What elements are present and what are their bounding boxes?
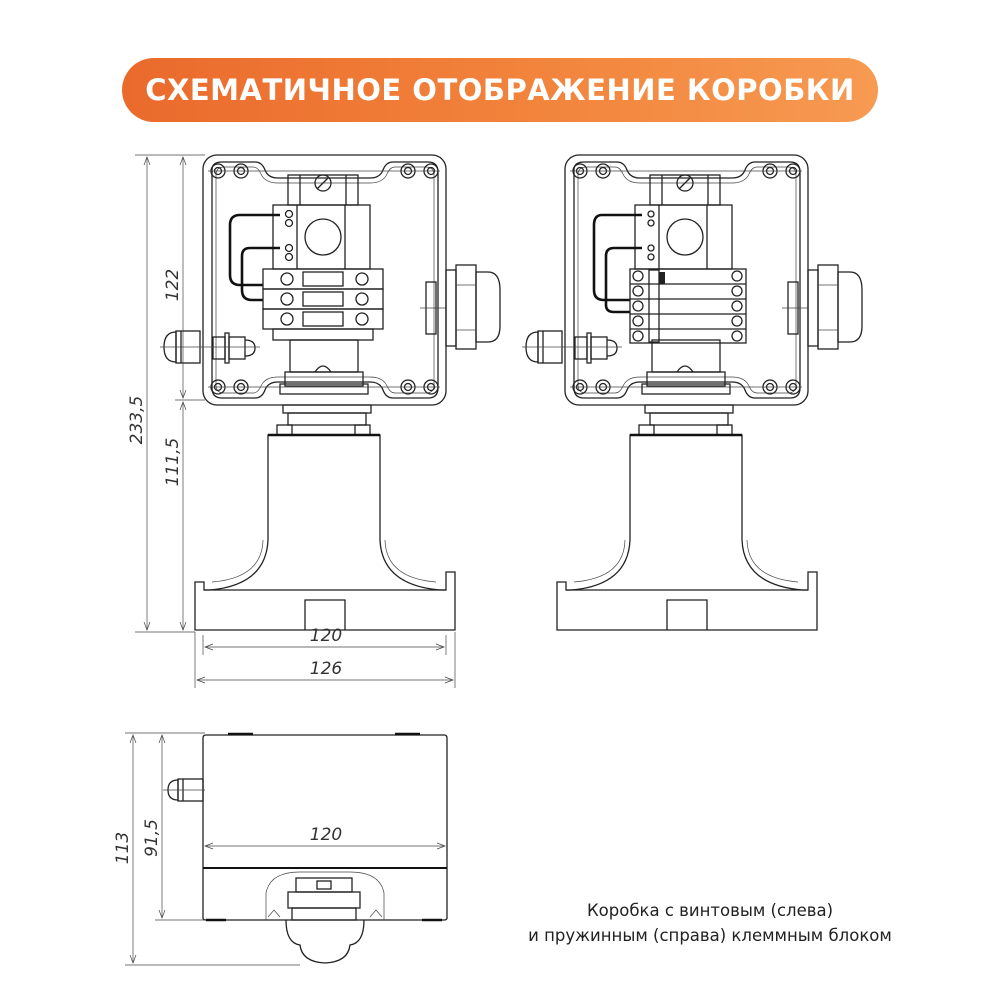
side-view [163,732,448,964]
caption: Коробка с винтовым (слева) и пружинным (… [470,898,950,948]
caption-line-1: Коробка с винтовым (слева) [586,901,834,920]
front-view-spring-terminal [522,155,862,630]
dim-side-total-height: 113 [113,832,133,864]
dim-box-width: 120 [310,626,342,646]
side-dimensions [125,732,446,966]
dim-side-body-height: 91,5 [142,819,162,857]
page-title: СХЕМАТИЧНОЕ ОТОБРАЖЕНИЕ КОРОБКИ [145,73,855,107]
title-banner: СХЕМАТИЧНОЕ ОТОБРАЖЕНИЕ КОРОБКИ [122,58,878,122]
front-dimensions [135,154,456,688]
dim-side-width: 120 [310,825,342,845]
caption-line-2: и пружинным (справа) клеммным блоком [528,926,892,945]
dim-box-height: 122 [163,269,183,301]
dim-base-width: 126 [310,659,343,679]
dim-bracket-height: 111,5 [163,438,183,487]
front-view-screw-terminal [160,155,500,630]
dim-total-height: 233,5 [127,396,147,445]
